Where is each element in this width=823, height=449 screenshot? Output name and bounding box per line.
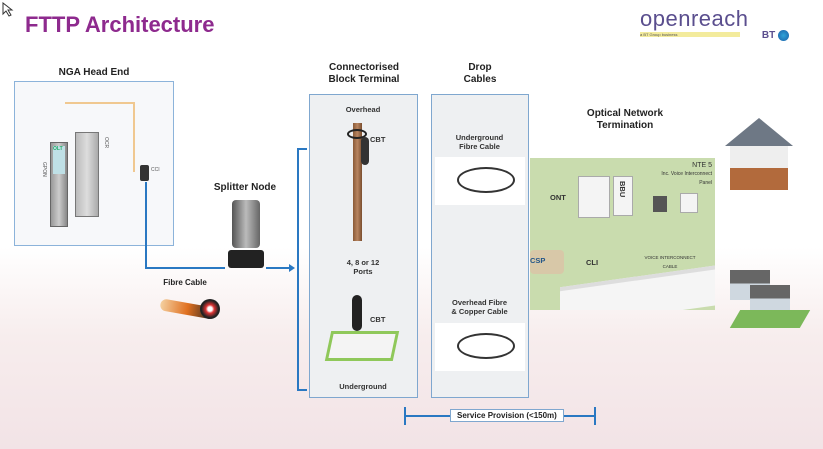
patch-cable <box>65 102 135 172</box>
logo-brand: openreach <box>640 6 749 31</box>
page-title: FTTP Architecture <box>25 12 215 37</box>
house-icon <box>725 118 793 194</box>
voice-cable-tag: VOICE INTERCONNECT CABLE <box>644 255 696 269</box>
ocr-tag: OCR <box>103 137 109 149</box>
gpon-tag: GPON <box>41 162 47 177</box>
housing-estate-icon <box>725 265 811 335</box>
fibre-link-vertical <box>145 182 147 268</box>
overhead-fibre-label: Overhead Fibre& Copper Cable <box>451 298 508 316</box>
bbu-box: BBU <box>613 176 633 216</box>
bt-globe-icon <box>778 30 789 41</box>
ont-tag: ONT <box>550 193 566 202</box>
openreach-logo: openreach a BT Group business BT <box>640 8 795 46</box>
cbt-tag-underground: CBT <box>370 315 386 324</box>
head-end-panel: OLT GPON OCR CCI <box>14 81 174 246</box>
fibre-cable-label: Fibre Cable <box>163 278 207 287</box>
cci-tag: CCI <box>151 167 160 173</box>
ocr-rack <box>75 132 99 217</box>
csp-box: CSP <box>530 250 564 274</box>
splitter-link <box>266 267 292 269</box>
underground-chamber <box>324 331 400 361</box>
ont-box <box>578 176 610 218</box>
logo-bt: BT <box>762 30 789 41</box>
cbt-tag-overhead: CBT <box>370 135 386 144</box>
skirting-board <box>560 264 715 310</box>
pole-ring <box>347 129 367 139</box>
cursor-icon <box>2 2 14 18</box>
service-range-right-cap <box>594 407 596 425</box>
splitter-node-device <box>228 200 264 270</box>
cli-tag: CLI <box>586 258 599 267</box>
cbt-bracket <box>297 148 307 391</box>
telegraph-pole <box>353 123 362 241</box>
overhead-cable-image <box>435 323 525 371</box>
arrow-icon <box>289 264 295 272</box>
overhead-label: Overhead <box>345 105 381 114</box>
splitter-label: Splitter Node <box>213 182 277 193</box>
fibre-link-horizontal <box>145 267 225 269</box>
underground-fibre-cable-image <box>435 157 525 205</box>
underground-label: Underground <box>339 382 387 391</box>
service-provision-label: Service Provision (<150m) <box>450 409 564 422</box>
service-range-left-cap <box>404 407 406 425</box>
cci-cabinet <box>140 165 149 181</box>
nte5-socket <box>680 193 698 213</box>
cbt-overhead-unit <box>361 137 369 165</box>
fibre-cable-image <box>159 295 230 323</box>
gpon-rack: OLT <box>50 142 68 227</box>
head-end-label: NGA Head End <box>58 67 130 78</box>
power-adapter <box>653 196 667 212</box>
logo-sub: a BT Group business <box>640 32 740 37</box>
cbt-underground-unit <box>352 295 362 331</box>
